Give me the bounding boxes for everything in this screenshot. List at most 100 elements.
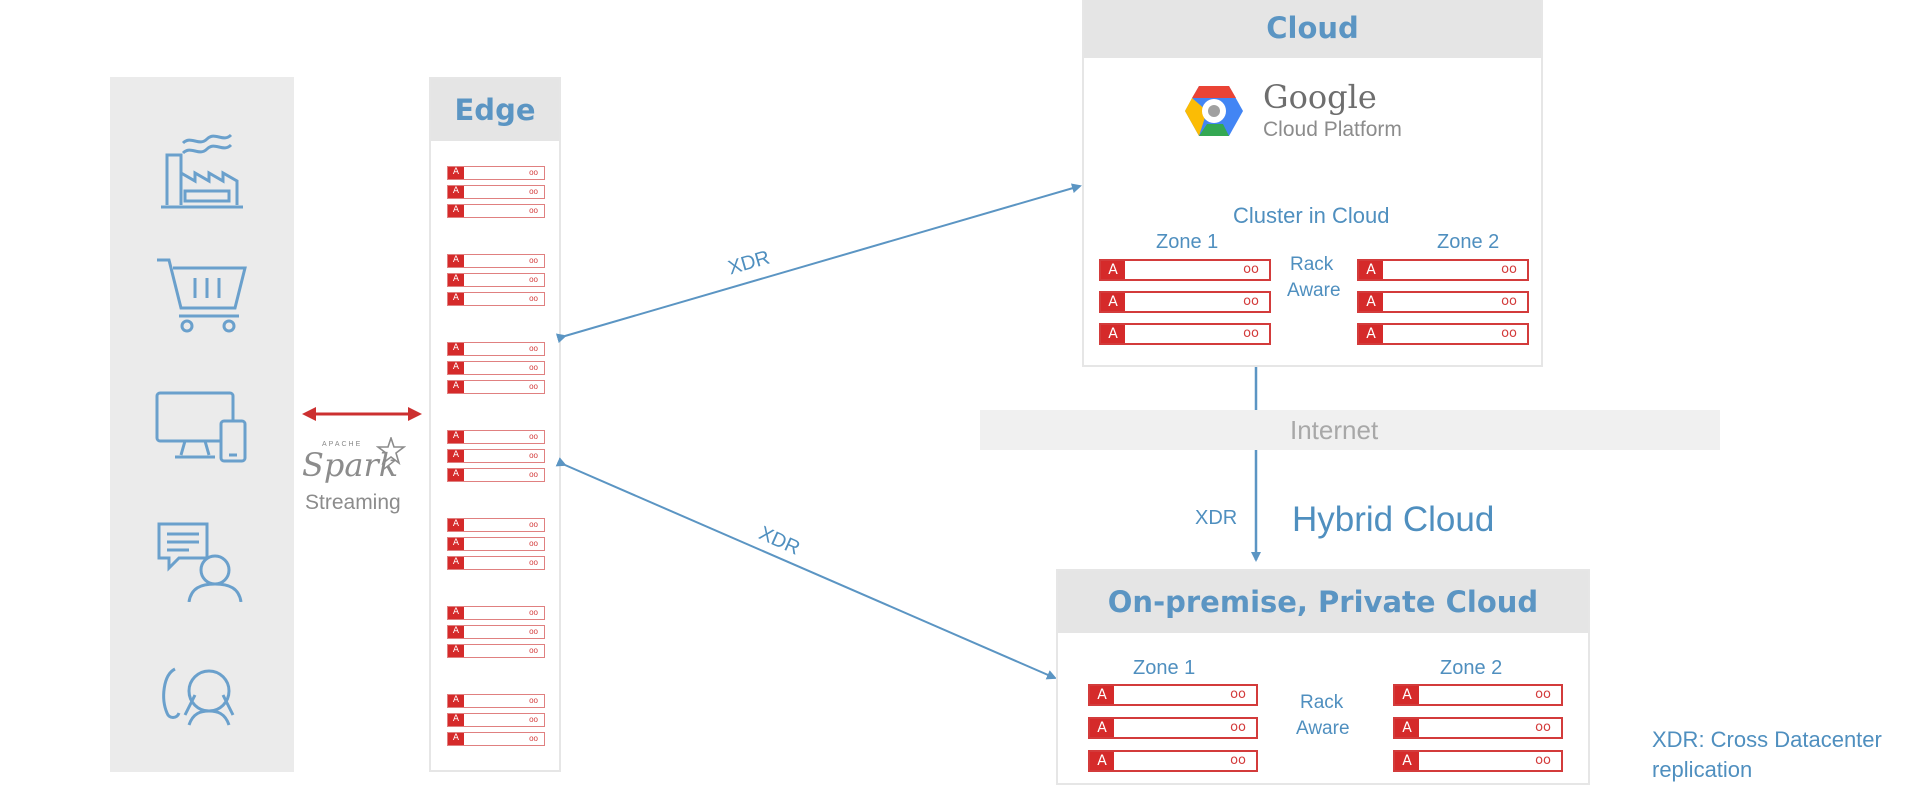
status-leds-icon: oo [1243,326,1259,341]
status-leds-icon: oo [1230,753,1246,768]
aerospike-logo-icon: A [448,431,464,443]
cluster-in-cloud-label: Cluster in Cloud [1233,203,1390,228]
status-leds-icon: oo [529,256,538,265]
aerospike-logo-icon: A [1090,686,1114,704]
aerospike-logo-icon: A [448,362,464,374]
aerospike-logo-icon: A [448,645,464,657]
aerospike-logo-icon: A [448,343,464,355]
status-leds-icon: oo [529,168,538,177]
xdr-edge-cloud-link [555,183,1082,344]
aerospike-logo-icon: A [1395,719,1419,737]
status-leds-icon: oo [529,187,538,196]
google-cloud-logo-icon [1185,86,1243,136]
onprem-aware-label: Aware [1296,718,1350,739]
legend-line2: replication [1652,757,1753,782]
aerospike-logo-icon: A [1359,261,1383,279]
google-wordmark: Google [1263,78,1377,116]
onprem-zone1-label: Zone 1 [1133,657,1196,679]
aerospike-logo-icon: A [448,186,464,198]
google-product: Cloud Platform [1263,118,1402,141]
aerospike-logo-icon: A [1395,752,1419,770]
status-leds-icon: oo [1535,753,1551,768]
status-leds-icon: oo [1243,294,1259,309]
aerospike-logo-icon: A [448,714,464,726]
factory-icon [161,133,243,209]
aerospike-logo-icon: A [1359,293,1383,311]
status-leds-icon: oo [1501,262,1517,277]
status-leds-icon: oo [529,627,538,636]
spark-double-arrow [302,407,422,421]
cloud-zone2-label: Zone 2 [1437,231,1500,253]
status-leds-icon: oo [1501,294,1517,309]
onprem-rack-label: Rack [1300,692,1344,713]
status-leds-icon: oo [529,432,538,441]
aerospike-logo-icon: A [448,607,464,619]
aerospike-logo-icon: A [448,695,464,707]
aerospike-logo-icon: A [448,450,464,462]
status-leds-icon: oo [529,294,538,303]
status-leds-icon: oo [529,344,538,353]
aerospike-logo-icon: A [448,557,464,569]
cloud-aware-label: Aware [1287,280,1341,301]
hybrid-xdr-label: XDR [1195,507,1238,529]
aerospike-logo-icon: A [1090,719,1114,737]
support-agent-icon [162,667,235,726]
status-leds-icon: oo [529,608,538,617]
status-leds-icon: oo [529,206,538,215]
legend-line1: XDR: Cross Datacenter [1652,727,1882,752]
status-leds-icon: oo [529,539,538,548]
status-leds-icon: oo [529,696,538,705]
status-leds-icon: oo [529,451,538,460]
onprem-title: On-premise, Private Cloud [1058,571,1588,633]
internet-band [980,410,1720,450]
aerospike-logo-icon: A [448,205,464,217]
status-leds-icon: oo [529,470,538,479]
aerospike-logo-icon: A [1090,752,1114,770]
status-leds-icon: oo [529,363,538,372]
aerospike-logo-icon: A [448,274,464,286]
spark-subtitle: Streaming [305,491,401,514]
status-leds-icon: oo [529,715,538,724]
spark-apache-text: APACHE [322,441,363,448]
aerospike-logo-icon: A [448,733,464,745]
chat-person-icon [157,522,243,602]
devices-icon [155,391,247,463]
data-sources-panel [110,77,294,772]
status-leds-icon: oo [529,275,538,284]
status-leds-icon: oo [529,558,538,567]
shopping-cart-icon [157,258,247,333]
aerospike-logo-icon: A [448,167,464,179]
spark-logo: Spark [302,446,398,484]
status-leds-icon: oo [1535,687,1551,702]
aerospike-logo-icon: A [448,381,464,393]
status-leds-icon: oo [529,646,538,655]
